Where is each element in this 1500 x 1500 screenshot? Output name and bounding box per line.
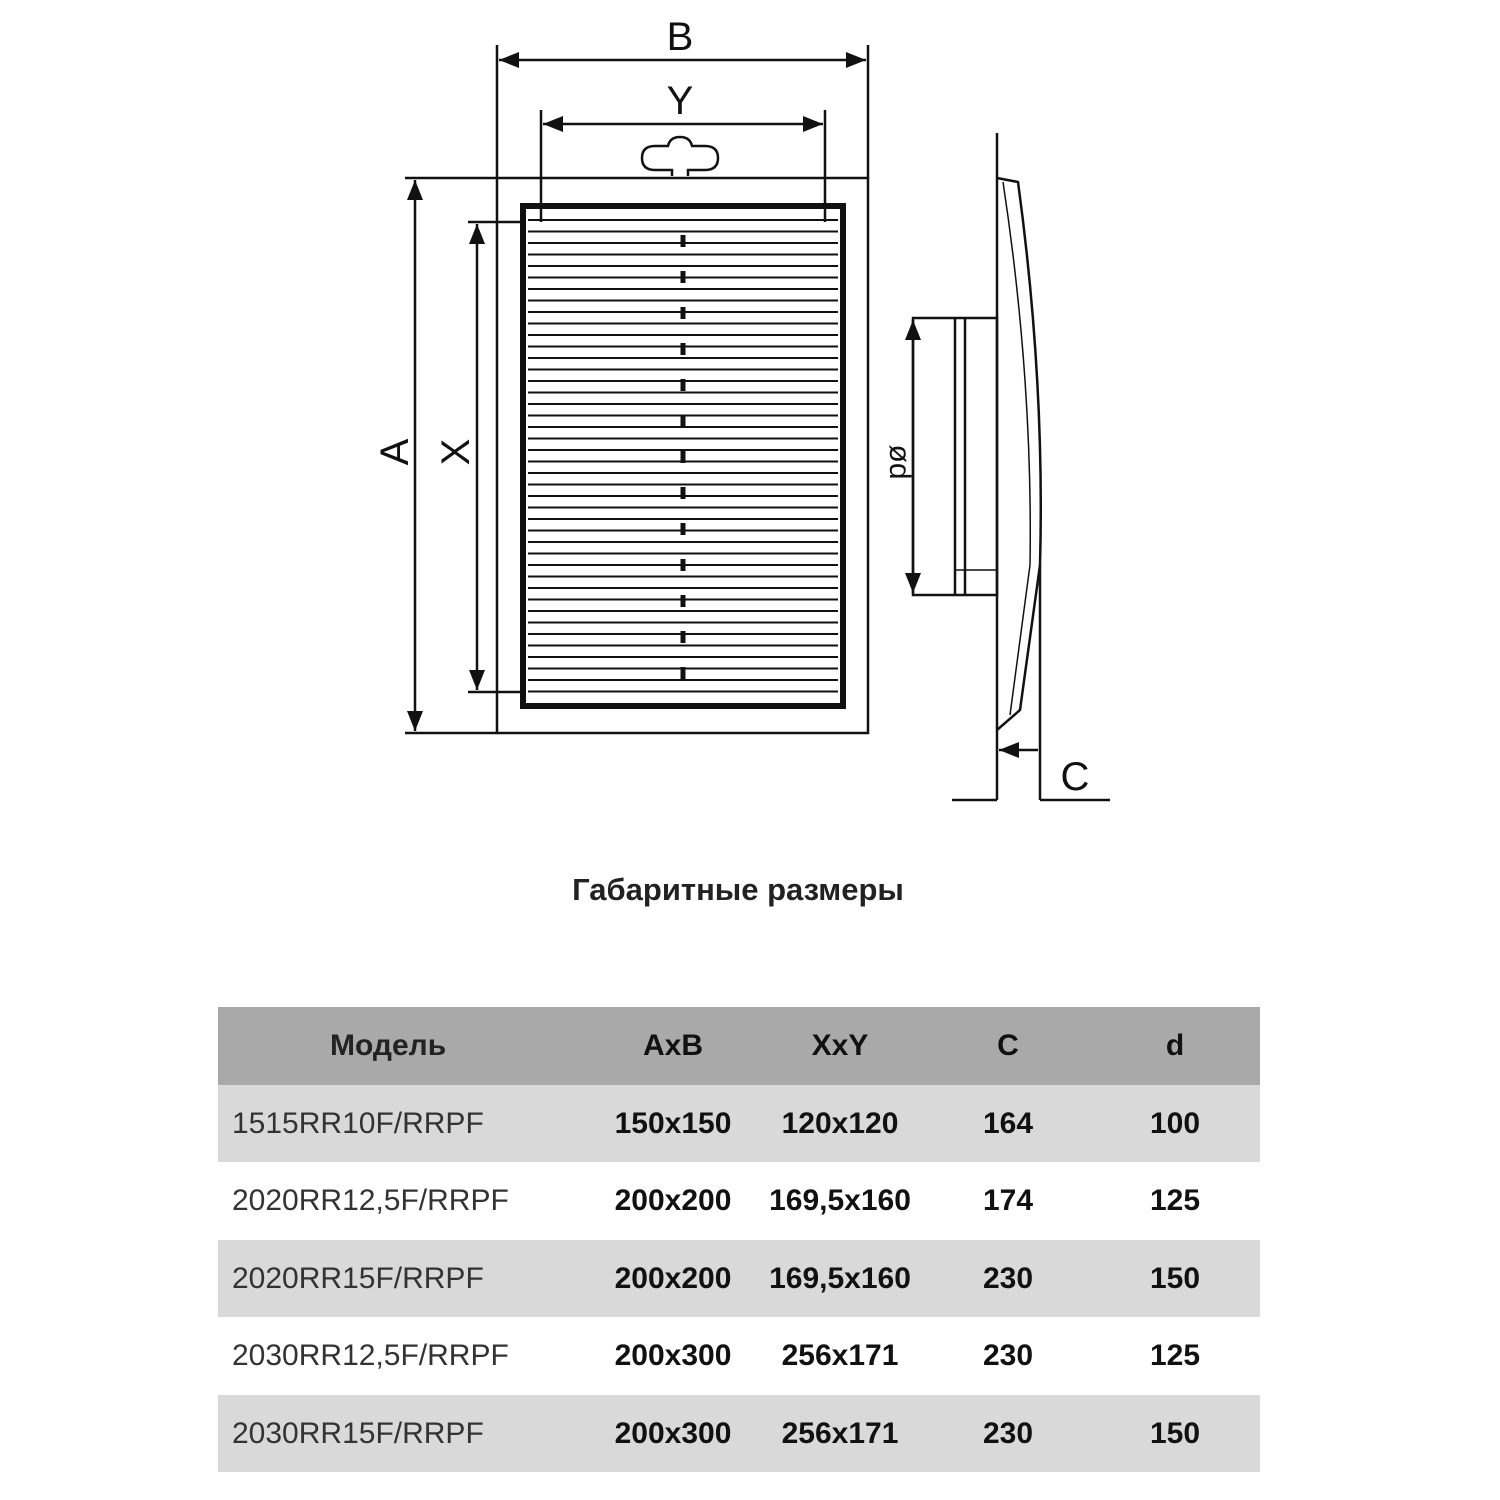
cell-d: 125 bbox=[1149, 1184, 1201, 1217]
cell-axb: 200x200 bbox=[614, 1261, 732, 1295]
table-row: 2030RR12,5F/RRPF 200x300 256x171 230 125 bbox=[218, 1317, 1260, 1395]
cell-model: 1515RR10F/RRPF bbox=[232, 1106, 484, 1140]
cell-d: 100 bbox=[1149, 1106, 1201, 1140]
table-row: 2020RR15F/RRPF 200x200 169,5x160 230 150 bbox=[218, 1239, 1260, 1317]
label-d: ød bbox=[883, 444, 916, 479]
cell-model: 2030RR15F/RRPF bbox=[232, 1416, 484, 1450]
label-c: C bbox=[1061, 755, 1090, 799]
cell-d: 125 bbox=[1149, 1339, 1201, 1372]
cell-c: 230 bbox=[982, 1416, 1034, 1450]
label-x: X bbox=[434, 439, 478, 466]
dimensions-table: Модель AxB XxY C d 1515RR10F/RRPF 150x15… bbox=[218, 1007, 1260, 1472]
table-row: 2020RR12,5F/RRPF 200x200 169,5x160 174 1… bbox=[218, 1162, 1260, 1240]
cell-model: 2030RR12,5F/RRPF bbox=[232, 1339, 509, 1372]
cell-c: 164 bbox=[982, 1106, 1034, 1140]
cell-xxy: 169,5x160 bbox=[769, 1261, 911, 1295]
cell-axb: 200x200 bbox=[614, 1184, 732, 1217]
table-row: 2030RR15F/RRPF 200x300 256x171 230 150 bbox=[218, 1394, 1260, 1472]
cell-xxy: 256x171 bbox=[781, 1339, 899, 1372]
grille-dimension-drawing: B Y A X ød C bbox=[373, 15, 1110, 802]
page-title: Габаритные размеры bbox=[572, 872, 904, 907]
outer-frame bbox=[495, 176, 870, 735]
label-y: Y bbox=[667, 79, 694, 123]
table-header: Модель AxB XxY C d bbox=[218, 1007, 1260, 1085]
table-row: 1515RR10F/RRPF 150x150 120x120 164 100 bbox=[218, 1084, 1260, 1162]
header-d: d bbox=[1165, 1029, 1185, 1062]
cell-xxy: 256x171 bbox=[781, 1416, 899, 1450]
cell-c: 230 bbox=[982, 1339, 1034, 1372]
cell-axb: 200x300 bbox=[614, 1416, 732, 1450]
inner-frame bbox=[520, 203, 846, 709]
cell-xxy: 120x120 bbox=[781, 1106, 899, 1140]
header-xxy: XxY bbox=[811, 1029, 869, 1062]
cell-c: 230 bbox=[982, 1261, 1034, 1295]
hanger-slot-icon bbox=[640, 135, 720, 176]
cell-axb: 150x150 bbox=[614, 1106, 732, 1140]
header-model: Модель bbox=[330, 1029, 447, 1062]
cell-xxy: 169,5x160 bbox=[769, 1184, 911, 1217]
cell-model: 2020RR15F/RRPF bbox=[232, 1261, 484, 1295]
cell-c: 174 bbox=[982, 1184, 1034, 1217]
header-c: C bbox=[997, 1029, 1019, 1062]
cell-model: 2020RR12,5F/RRPF bbox=[232, 1184, 509, 1217]
side-profile bbox=[996, 176, 1043, 731]
label-a: A bbox=[373, 438, 417, 465]
louver-slats bbox=[528, 219, 838, 693]
cell-d: 150 bbox=[1149, 1261, 1201, 1295]
header-axb: AxB bbox=[642, 1029, 704, 1062]
cell-axb: 200x300 bbox=[614, 1339, 732, 1372]
cell-d: 150 bbox=[1149, 1416, 1201, 1450]
label-b: B bbox=[667, 15, 694, 59]
